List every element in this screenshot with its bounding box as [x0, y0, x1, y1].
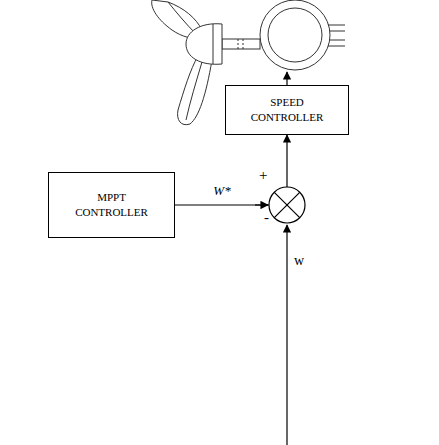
- speed-controller-box: SPEED CONTROLLER: [225, 85, 349, 135]
- generator-lead: [328, 25, 345, 26]
- generator-rotor: [268, 8, 322, 62]
- upper-blade-fold: [168, 2, 196, 34]
- generator-lead: [328, 46, 345, 47]
- drive-shaft: [222, 39, 260, 49]
- generator-lead: [330, 31, 345, 32]
- signal-name: W*: [213, 184, 230, 197]
- shaft-break: [238, 39, 239, 49]
- mppt-controller-box: MPPT CONTROLLER: [48, 172, 175, 238]
- lower-blade-fold: [186, 62, 202, 120]
- box-label: SPEED CONTROLLER: [251, 95, 324, 125]
- signal-connector: [175, 135, 287, 205]
- hub-seam: [213, 24, 214, 64]
- summing-junction: [269, 187, 305, 223]
- feedback-signal: w: [294, 254, 304, 268]
- shaft-break: [243, 39, 244, 49]
- generator-lead: [330, 40, 345, 41]
- generator-housing: [260, 0, 330, 70]
- plus-sign: +: [259, 168, 267, 183]
- reference-arrowhead: [255, 204, 268, 205]
- feedback-line: [286, 225, 287, 445]
- box-label: MPPT CONTROLLER: [75, 190, 148, 220]
- lower-blade: [178, 56, 212, 125]
- control-arrow: [286, 72, 287, 85]
- hub-nose: [186, 24, 222, 65]
- minus-sign: -: [264, 210, 269, 225]
